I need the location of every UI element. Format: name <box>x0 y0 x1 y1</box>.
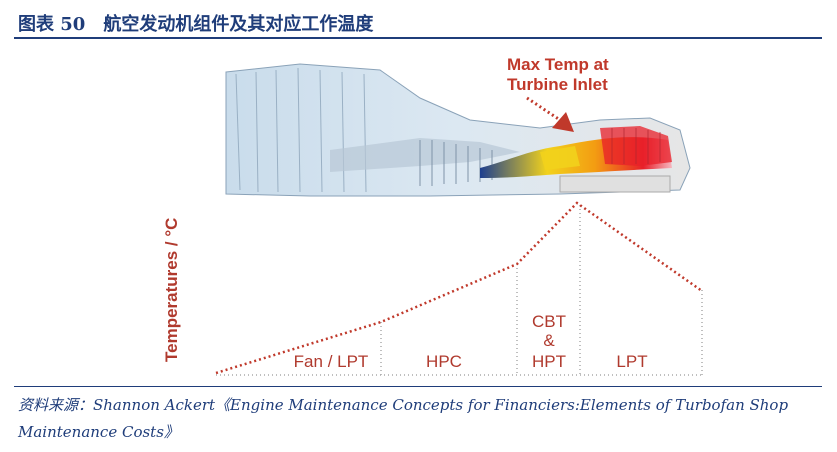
y-axis-label: Temperatures / °C <box>162 218 181 362</box>
bypass-duct <box>330 138 520 172</box>
turbine-stages <box>611 128 661 164</box>
annotation-arrow-head <box>552 112 574 132</box>
section-label-ampersand: & <box>543 331 555 350</box>
source-rule <box>14 386 822 387</box>
compressor-stages <box>419 140 493 186</box>
temperature-curve <box>215 201 703 375</box>
section-label-lpt: LPT <box>616 352 647 371</box>
max-temp-annotation-line-2: Turbine Inlet <box>507 75 608 94</box>
figure-header: 图表 50 航空发动机组件及其对应工作温度 <box>14 6 822 39</box>
temperature-profile <box>215 201 703 376</box>
section-label-fan-lpt: Fan / LPT <box>294 352 369 371</box>
max-temp-annotation-line-1: Max Temp at <box>507 55 609 74</box>
source-note: 资料来源：Shannon Ackert《Engine Maintenance C… <box>18 396 789 441</box>
section-label-cbt: CBT <box>532 312 566 331</box>
title-rule <box>14 37 822 39</box>
gearbox-housing <box>559 175 671 193</box>
section-label-hpt: HPT <box>532 352 566 371</box>
combustor <box>540 146 580 170</box>
annotation-arrow-line <box>526 96 561 122</box>
fan-blades <box>235 67 367 193</box>
figure-title: 图表 50 航空发动机组件及其对应工作温度 <box>18 14 374 35</box>
section-label-hpc: HPC <box>426 352 462 371</box>
engine-cutaway-illustration <box>225 63 691 197</box>
